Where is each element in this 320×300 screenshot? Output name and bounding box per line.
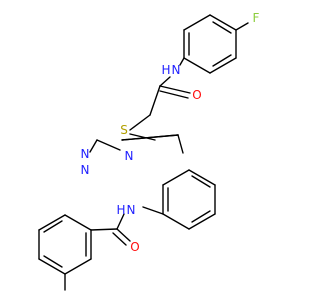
bond	[129, 133, 156, 141]
amide-nitrogen-top: N	[172, 63, 181, 77]
double-bond-inner	[43, 255, 63, 268]
bond-c-s	[129, 114, 151, 131]
bond-c-o	[159, 85, 191, 94]
fluorine-atom: F	[253, 11, 260, 25]
bond	[162, 213, 190, 230]
bond	[159, 76, 171, 87]
triazole-nitrogen-4: N	[125, 149, 134, 163]
bond	[38, 214, 66, 231]
sulfur-atom: S	[120, 123, 128, 137]
bond	[89, 139, 98, 153]
carbonyl-oxygen-top: O	[192, 88, 201, 102]
double-bond-c-o	[112, 232, 127, 246]
bond	[64, 214, 92, 231]
bond	[179, 57, 185, 66]
bond	[188, 169, 216, 186]
triazole-core	[129, 133, 156, 141]
bond	[188, 213, 216, 230]
double-bond-c-o	[159, 90, 189, 99]
bond	[209, 14, 237, 31]
bond	[209, 57, 237, 74]
bond	[183, 14, 211, 31]
bond	[177, 134, 184, 154]
triazole-ring	[89, 134, 184, 154]
molecule-diagram: F N H O S N N N N H O	[38, 11, 260, 291]
amide-bottom	[112, 206, 164, 246]
fluorophenyl-ring	[183, 14, 249, 74]
carbonyl-oxygen-bottom: O	[130, 240, 139, 254]
double-bond-inner	[191, 175, 211, 188]
molecule-structure: F N H O S N N N N H O	[38, 11, 260, 291]
amide-hydrogen-top: H	[161, 63, 170, 77]
bond	[162, 169, 190, 186]
amide-hydrogen-bottom: H	[116, 203, 125, 217]
bond	[149, 85, 161, 116]
atom-labels: F N H O S N N N N H O	[81, 11, 260, 254]
triazole-nitrogen-1: N	[81, 147, 90, 161]
double-bond-inner	[212, 21, 232, 34]
bond	[38, 258, 66, 275]
amide-top	[129, 57, 191, 131]
bond	[142, 206, 164, 215]
central-phenyl-ring	[162, 169, 216, 230]
bond	[121, 134, 179, 141]
triazole-nitrogen-2: N	[81, 163, 90, 177]
bond	[116, 213, 125, 230]
double-bond-inner	[43, 220, 63, 233]
bond	[90, 228, 118, 231]
bond	[64, 258, 92, 275]
double-bond-inner	[212, 54, 232, 67]
bond-c-o	[116, 228, 131, 242]
tolyl-ring	[38, 214, 118, 291]
bond-c-f	[235, 22, 249, 31]
amide-nitrogen-bottom: N	[127, 203, 136, 217]
double-bond-inner	[191, 210, 211, 223]
bond	[183, 57, 211, 74]
bond-c-s-ring	[96, 139, 121, 151]
